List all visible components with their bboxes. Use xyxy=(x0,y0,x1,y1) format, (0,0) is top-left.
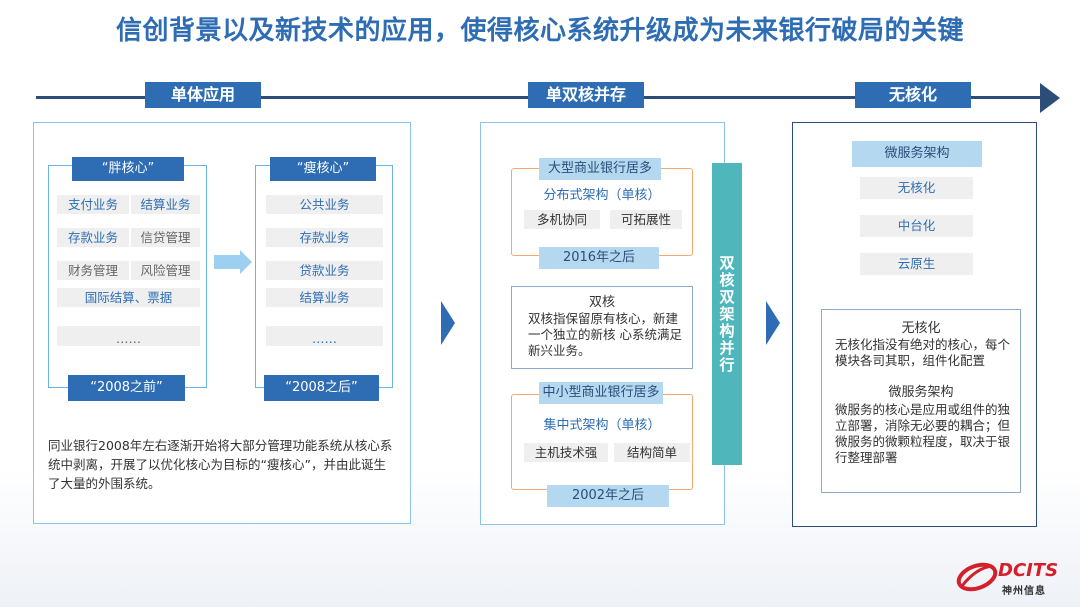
def-microservice-text: 微服务的核心是应用或组件的独立部署，消除无必要的耦合；但微服务的微颗粒程度，取决… xyxy=(835,402,1011,465)
tag-public: 公共业务 xyxy=(266,195,383,214)
year-2002: 2002年之后 xyxy=(547,485,669,507)
tag-simple-structure: 结构简单 xyxy=(614,443,690,462)
tag-deposit: 存款业务 xyxy=(57,228,129,247)
thin-core-label: “瘦核心” xyxy=(270,157,376,181)
logo-brand: DCITS xyxy=(998,560,1059,581)
panel1-description: 同业银行2008年左右逐渐开始将大部分管理功能系统从核心系统中剥离，开展了以优化… xyxy=(48,438,393,491)
stage-label-coreless: 无核化 xyxy=(855,82,971,108)
tag-deposit-thin: 存款业务 xyxy=(266,228,383,247)
tag-ellipsis: …… xyxy=(57,326,200,346)
microservice-header: 微服务架构 xyxy=(852,141,982,167)
tag-settlement: 结算业务 xyxy=(131,195,200,214)
dual-arch-parallel-bar: 双核双架构并行 xyxy=(712,163,742,465)
large-bank-header: 大型商业银行居多 xyxy=(539,158,661,180)
small-bank-arch: 集中式架构（单核） xyxy=(543,418,661,433)
definition-box xyxy=(821,309,1021,493)
era-before-2008: “2008之前” xyxy=(68,375,185,401)
small-bank-box xyxy=(511,394,693,490)
year-2016: 2016年之后 xyxy=(539,247,659,269)
era-after-2008: “2008之后” xyxy=(264,375,379,401)
chevron-right-icon-2 xyxy=(766,301,780,345)
right-arrow-icon xyxy=(214,250,252,274)
tag-payment: 支付业务 xyxy=(57,195,129,214)
stage-label-dual-core: 单双核并存 xyxy=(528,82,644,108)
timeline-arrow-icon xyxy=(1040,83,1060,113)
dual-core-text: 双核指保留原有核心，新建一个独立的新核 心系统满足新兴业务。 xyxy=(528,311,682,358)
tag-middle-platform: 中台化 xyxy=(860,215,973,237)
def-microservice-title: 微服务架构 xyxy=(888,385,954,400)
logo-cn: 神州信息 xyxy=(1002,586,1046,597)
tag-ellipsis-thin: …… xyxy=(266,326,383,346)
stage-label-monolith: 单体应用 xyxy=(145,82,261,108)
page-title: 信创背景以及新技术的应用，使得核心系统升级成为未来银行破局的关键 xyxy=(115,16,964,46)
tag-scalability: 可拓展性 xyxy=(610,210,682,229)
tag-credit: 信贷管理 xyxy=(131,228,200,247)
tag-mainframe: 主机技术强 xyxy=(524,443,608,462)
panel-monolith xyxy=(33,122,411,524)
tag-finance: 财务管理 xyxy=(57,261,129,280)
tag-risk: 风险管理 xyxy=(131,261,200,280)
tag-loan: 贷款业务 xyxy=(266,261,383,280)
dual-core-title: 双核 xyxy=(588,295,615,310)
dual-core-box xyxy=(511,286,693,369)
tag-multi-machine: 多机协同 xyxy=(524,210,600,229)
def-coreless-title: 无核化 xyxy=(901,321,941,336)
chevron-right-icon xyxy=(441,301,455,345)
tag-cloud-native: 云原生 xyxy=(860,253,973,275)
fat-core-label: “胖核心” xyxy=(72,157,184,181)
large-bank-arch: 分布式架构（单核） xyxy=(543,188,661,203)
tag-intl-settlement: 国际结算、票据 xyxy=(57,288,200,307)
tag-settlement-thin: 结算业务 xyxy=(266,288,383,307)
small-bank-header: 中小型商业银行居多 xyxy=(539,382,663,404)
dcits-logo-icon xyxy=(956,562,998,592)
def-coreless-text: 无核化指没有绝对的核心，每个模块各司其职，组件化配置 xyxy=(835,337,1011,368)
tag-coreless: 无核化 xyxy=(860,177,973,199)
